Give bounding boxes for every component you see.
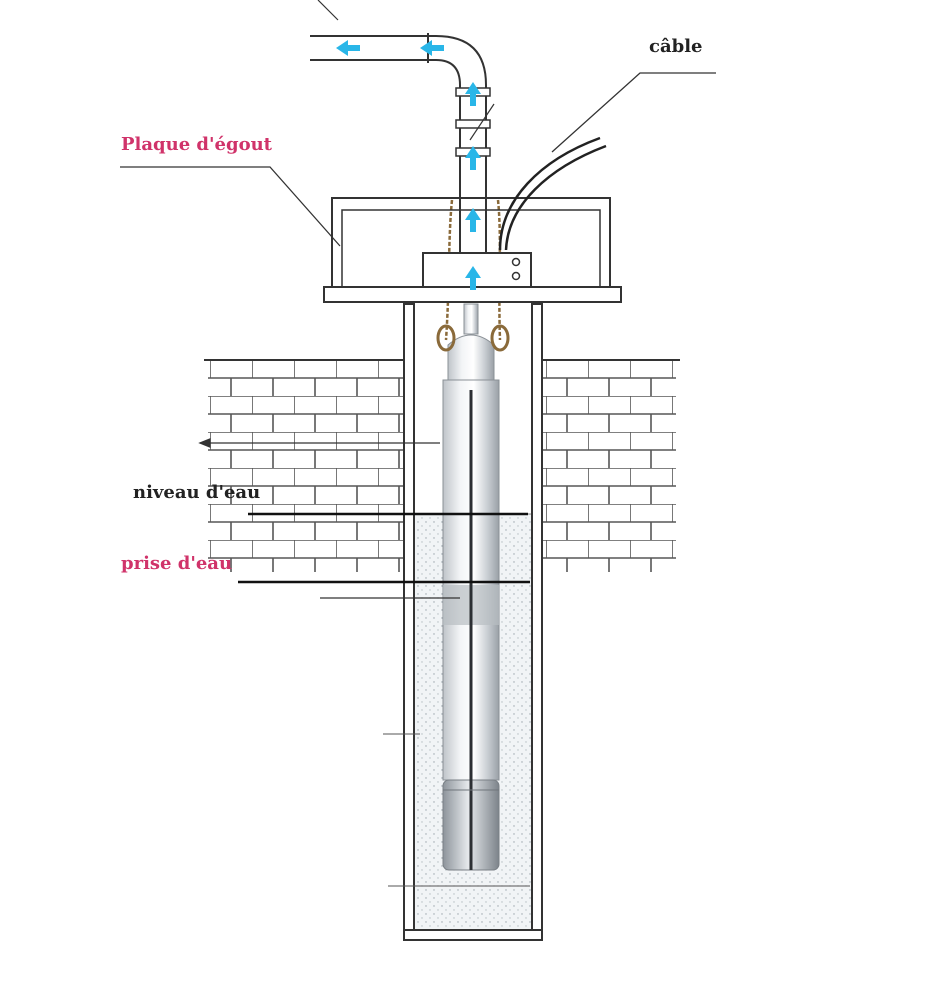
discharge-pipe: [310, 0, 495, 253]
plate-leader: [120, 166, 341, 247]
flow-arrow-up-4: [465, 266, 481, 290]
cable-leader: [551, 72, 716, 153]
label-water-level: niveau d'eau: [133, 482, 261, 503]
flow-arrow-up-1: [465, 82, 481, 106]
label-cable: câble: [649, 36, 703, 57]
flow-arrow-up-2: [465, 146, 481, 170]
flow-arrows: [336, 40, 481, 290]
ground-brick-wall-right: [542, 359, 680, 572]
ground-brick-wall-left: [204, 359, 404, 572]
well-casing: [403, 303, 543, 941]
flow-arrow-left-1: [336, 40, 360, 56]
leader-lines: [120, 72, 716, 448]
flow-arrow-up-3: [465, 208, 481, 232]
submersible-pump: [442, 303, 500, 871]
flow-arrow-left-2: [420, 40, 444, 56]
label-manhole-plate: Plaque d'égout: [121, 134, 272, 155]
label-water-intake: prise d'eau: [121, 553, 233, 574]
power-cable: [498, 136, 607, 251]
control-box: [422, 252, 532, 288]
